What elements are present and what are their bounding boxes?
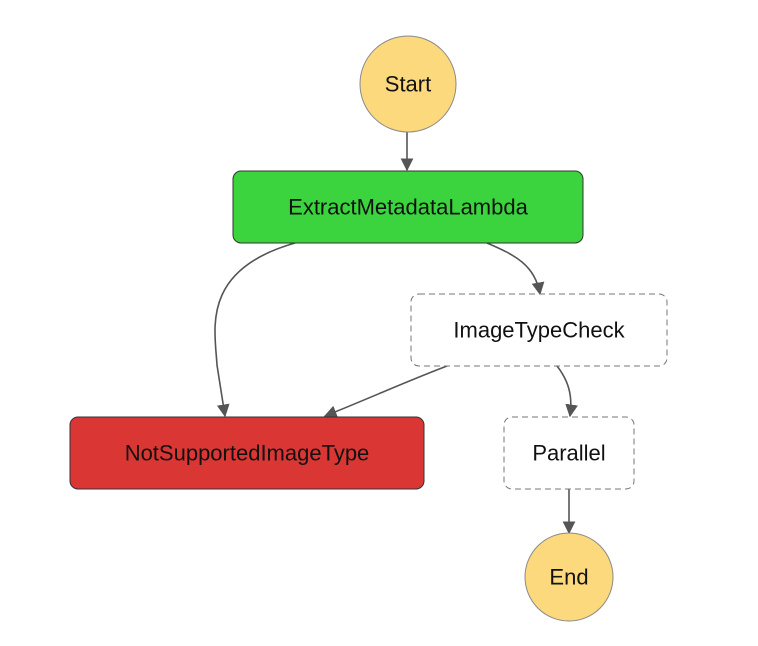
state-node-extract-metadata-lambda[interactable]: ExtractMetadataLambda	[232, 170, 584, 244]
end-circle	[524, 532, 614, 622]
start-circle	[359, 35, 457, 133]
start-label: Start	[385, 72, 431, 97]
parallel-label: Parallel	[532, 441, 605, 466]
extract-metadata-lambda-label: ExtractMetadataLambda	[288, 195, 528, 220]
image-type-check-label: ImageTypeCheck	[453, 318, 625, 343]
edge-extract-to-notsupported	[214, 242, 296, 418]
not-supported-image-type-label: NotSupportedImageType	[125, 441, 370, 466]
state-node-image-type-check[interactable]: ImageTypeCheck	[410, 293, 668, 367]
extract-metadata-lambda-box	[232, 170, 584, 244]
state-node-end[interactable]: End	[524, 532, 614, 622]
edge-check-to-parallel	[556, 365, 578, 418]
state-node-not-supported-image-type[interactable]: NotSupportedImageType	[69, 416, 425, 490]
edges	[214, 131, 578, 535]
end-label: End	[549, 565, 588, 590]
parallel-box	[503, 416, 635, 490]
edge-check-to-notsupported	[323, 365, 448, 418]
state-node-start[interactable]: Start	[359, 35, 457, 133]
edge-extract-to-check	[486, 242, 545, 296]
state-node-parallel[interactable]: Parallel	[503, 416, 635, 490]
image-type-check-box	[410, 293, 668, 367]
not-supported-image-type-box	[69, 416, 425, 490]
